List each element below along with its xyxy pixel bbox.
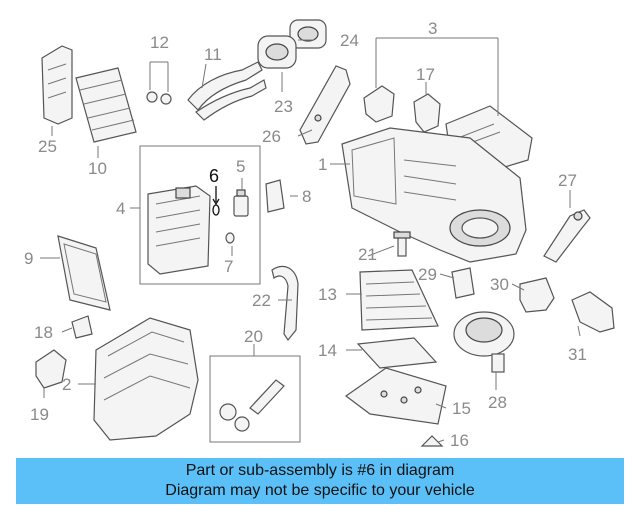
part-6-drawing bbox=[212, 204, 220, 216]
part-20-drawing bbox=[219, 379, 285, 432]
part-8-drawing bbox=[265, 179, 285, 213]
part-7-drawing bbox=[225, 232, 235, 244]
callout-26: 26 bbox=[262, 127, 281, 146]
part-5-drawing bbox=[233, 189, 249, 217]
part-13-drawing bbox=[359, 269, 439, 331]
callout-28: 28 bbox=[488, 393, 507, 412]
callout-19: 19 bbox=[30, 405, 49, 424]
part-31-drawing bbox=[571, 291, 615, 333]
callout-10: 10 bbox=[88, 159, 107, 178]
callout-23: 23 bbox=[274, 97, 293, 116]
part-10-drawing bbox=[75, 67, 137, 143]
callout-17: 17 bbox=[416, 65, 435, 84]
part-21-drawing bbox=[393, 231, 411, 257]
part-4-drawing bbox=[147, 185, 211, 275]
part-18-drawing bbox=[71, 315, 93, 339]
callout-20: 20 bbox=[244, 327, 263, 346]
callout-13: 13 bbox=[318, 285, 337, 304]
banner-line-disclaimer: Diagram may not be specific to your vehi… bbox=[165, 482, 475, 499]
parts-diagram: 25 10 12 11 24 23 26 3 17 1 27 4 5 6 7 8… bbox=[24, 19, 615, 450]
part-26-drawing bbox=[299, 65, 351, 145]
callout-29: 29 bbox=[418, 265, 437, 284]
part-14-drawing bbox=[356, 337, 438, 369]
callout-1: 1 bbox=[318, 155, 327, 174]
part-1-drawing bbox=[341, 127, 527, 263]
part-20-box bbox=[209, 355, 301, 443]
part-4-box bbox=[139, 145, 261, 285]
part-16-drawing bbox=[420, 435, 444, 447]
callout-14: 14 bbox=[318, 341, 337, 360]
callout-4: 4 bbox=[116, 199, 125, 218]
part-24-drawing bbox=[289, 19, 327, 49]
part-2-drawing bbox=[93, 317, 199, 441]
callout-24: 24 bbox=[340, 31, 359, 50]
part-11-drawing bbox=[187, 61, 267, 121]
callout-8: 8 bbox=[302, 187, 311, 206]
info-banner: Part or sub-assembly is #6 in diagram Di… bbox=[16, 458, 624, 504]
part-12-drawing bbox=[146, 61, 172, 105]
part-25-drawing bbox=[41, 45, 73, 125]
callouts: 25 10 12 11 24 23 26 3 17 1 27 4 5 6 7 8… bbox=[24, 19, 587, 450]
callout-22: 22 bbox=[252, 291, 271, 310]
part-30-drawing bbox=[519, 277, 555, 313]
callout-25: 25 bbox=[38, 137, 57, 156]
callout-30: 30 bbox=[490, 275, 509, 294]
part-23-drawing bbox=[257, 35, 297, 69]
callout-12: 12 bbox=[150, 33, 169, 52]
part-28-drawing bbox=[453, 311, 515, 373]
callout-3: 3 bbox=[428, 19, 437, 38]
callout-21: 21 bbox=[358, 245, 377, 264]
callout-11: 11 bbox=[204, 45, 222, 64]
part-29-drawing bbox=[451, 267, 475, 299]
callout-27: 27 bbox=[558, 171, 577, 190]
part-15-drawing bbox=[344, 367, 447, 425]
callout-31: 31 bbox=[568, 345, 587, 364]
part-22-drawing bbox=[271, 265, 299, 342]
callout-5: 5 bbox=[236, 157, 245, 176]
callout-9: 9 bbox=[24, 249, 33, 268]
callout-15: 15 bbox=[452, 399, 471, 418]
leader-lines bbox=[40, 37, 581, 443]
banner-line-part-info: Part or sub-assembly is #6 in diagram bbox=[185, 462, 455, 479]
callout-18: 18 bbox=[34, 323, 53, 342]
part-19-drawing bbox=[35, 349, 67, 389]
part-9-drawing bbox=[57, 235, 111, 311]
callout-7: 7 bbox=[224, 257, 233, 276]
callout-2: 2 bbox=[62, 375, 71, 394]
part-27-drawing bbox=[543, 209, 591, 263]
callout-6: 6 bbox=[209, 166, 219, 186]
callout-16: 16 bbox=[450, 431, 469, 450]
